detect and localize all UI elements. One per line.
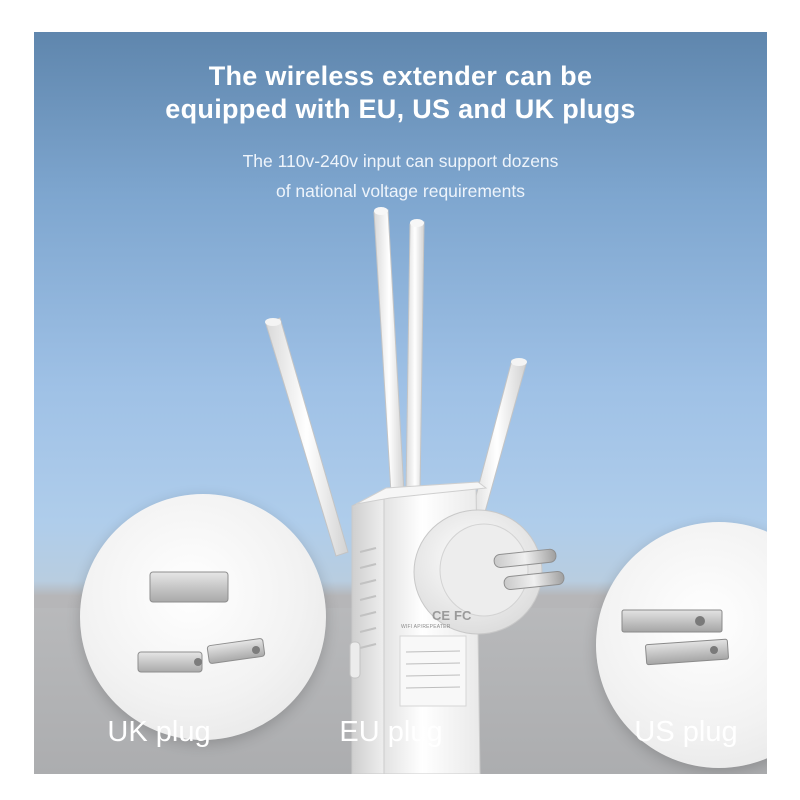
uk-plug-closeup (80, 494, 326, 740)
us-plug-pins-icon (621, 609, 729, 666)
eu-plug-caption: EU plug (339, 716, 443, 748)
antenna-center-left (373, 207, 405, 494)
uk-plug-caption: UK plug (107, 716, 211, 748)
subline: The 110v-240v input can support dozens o… (34, 146, 767, 206)
device-label-title: WIFI AP/REPEATER (401, 624, 451, 630)
uk-plug-pins-icon (137, 571, 266, 673)
device-ce-mark: CE (432, 608, 451, 623)
headline-line-2: equipped with EU, US and UK plugs (165, 94, 636, 124)
subline-line-1: The 110v-240v input can support dozens (242, 151, 559, 171)
antenna-far-left (265, 317, 349, 557)
headline: The wireless extender can be equipped wi… (34, 60, 767, 126)
us-plug-caption: US plug (634, 716, 738, 748)
headline-line-1: The wireless extender can be (208, 61, 593, 91)
antenna-far-right (467, 358, 527, 531)
us-plug-closeup (596, 522, 767, 768)
wifi-extender-illustration (265, 207, 565, 774)
subline-line-2: of national voltage requirements (275, 181, 526, 201)
device-fc-mark: FC (454, 608, 472, 623)
antenna-center-right (405, 219, 425, 493)
product-banner: The wireless extender can be equipped wi… (34, 32, 767, 774)
